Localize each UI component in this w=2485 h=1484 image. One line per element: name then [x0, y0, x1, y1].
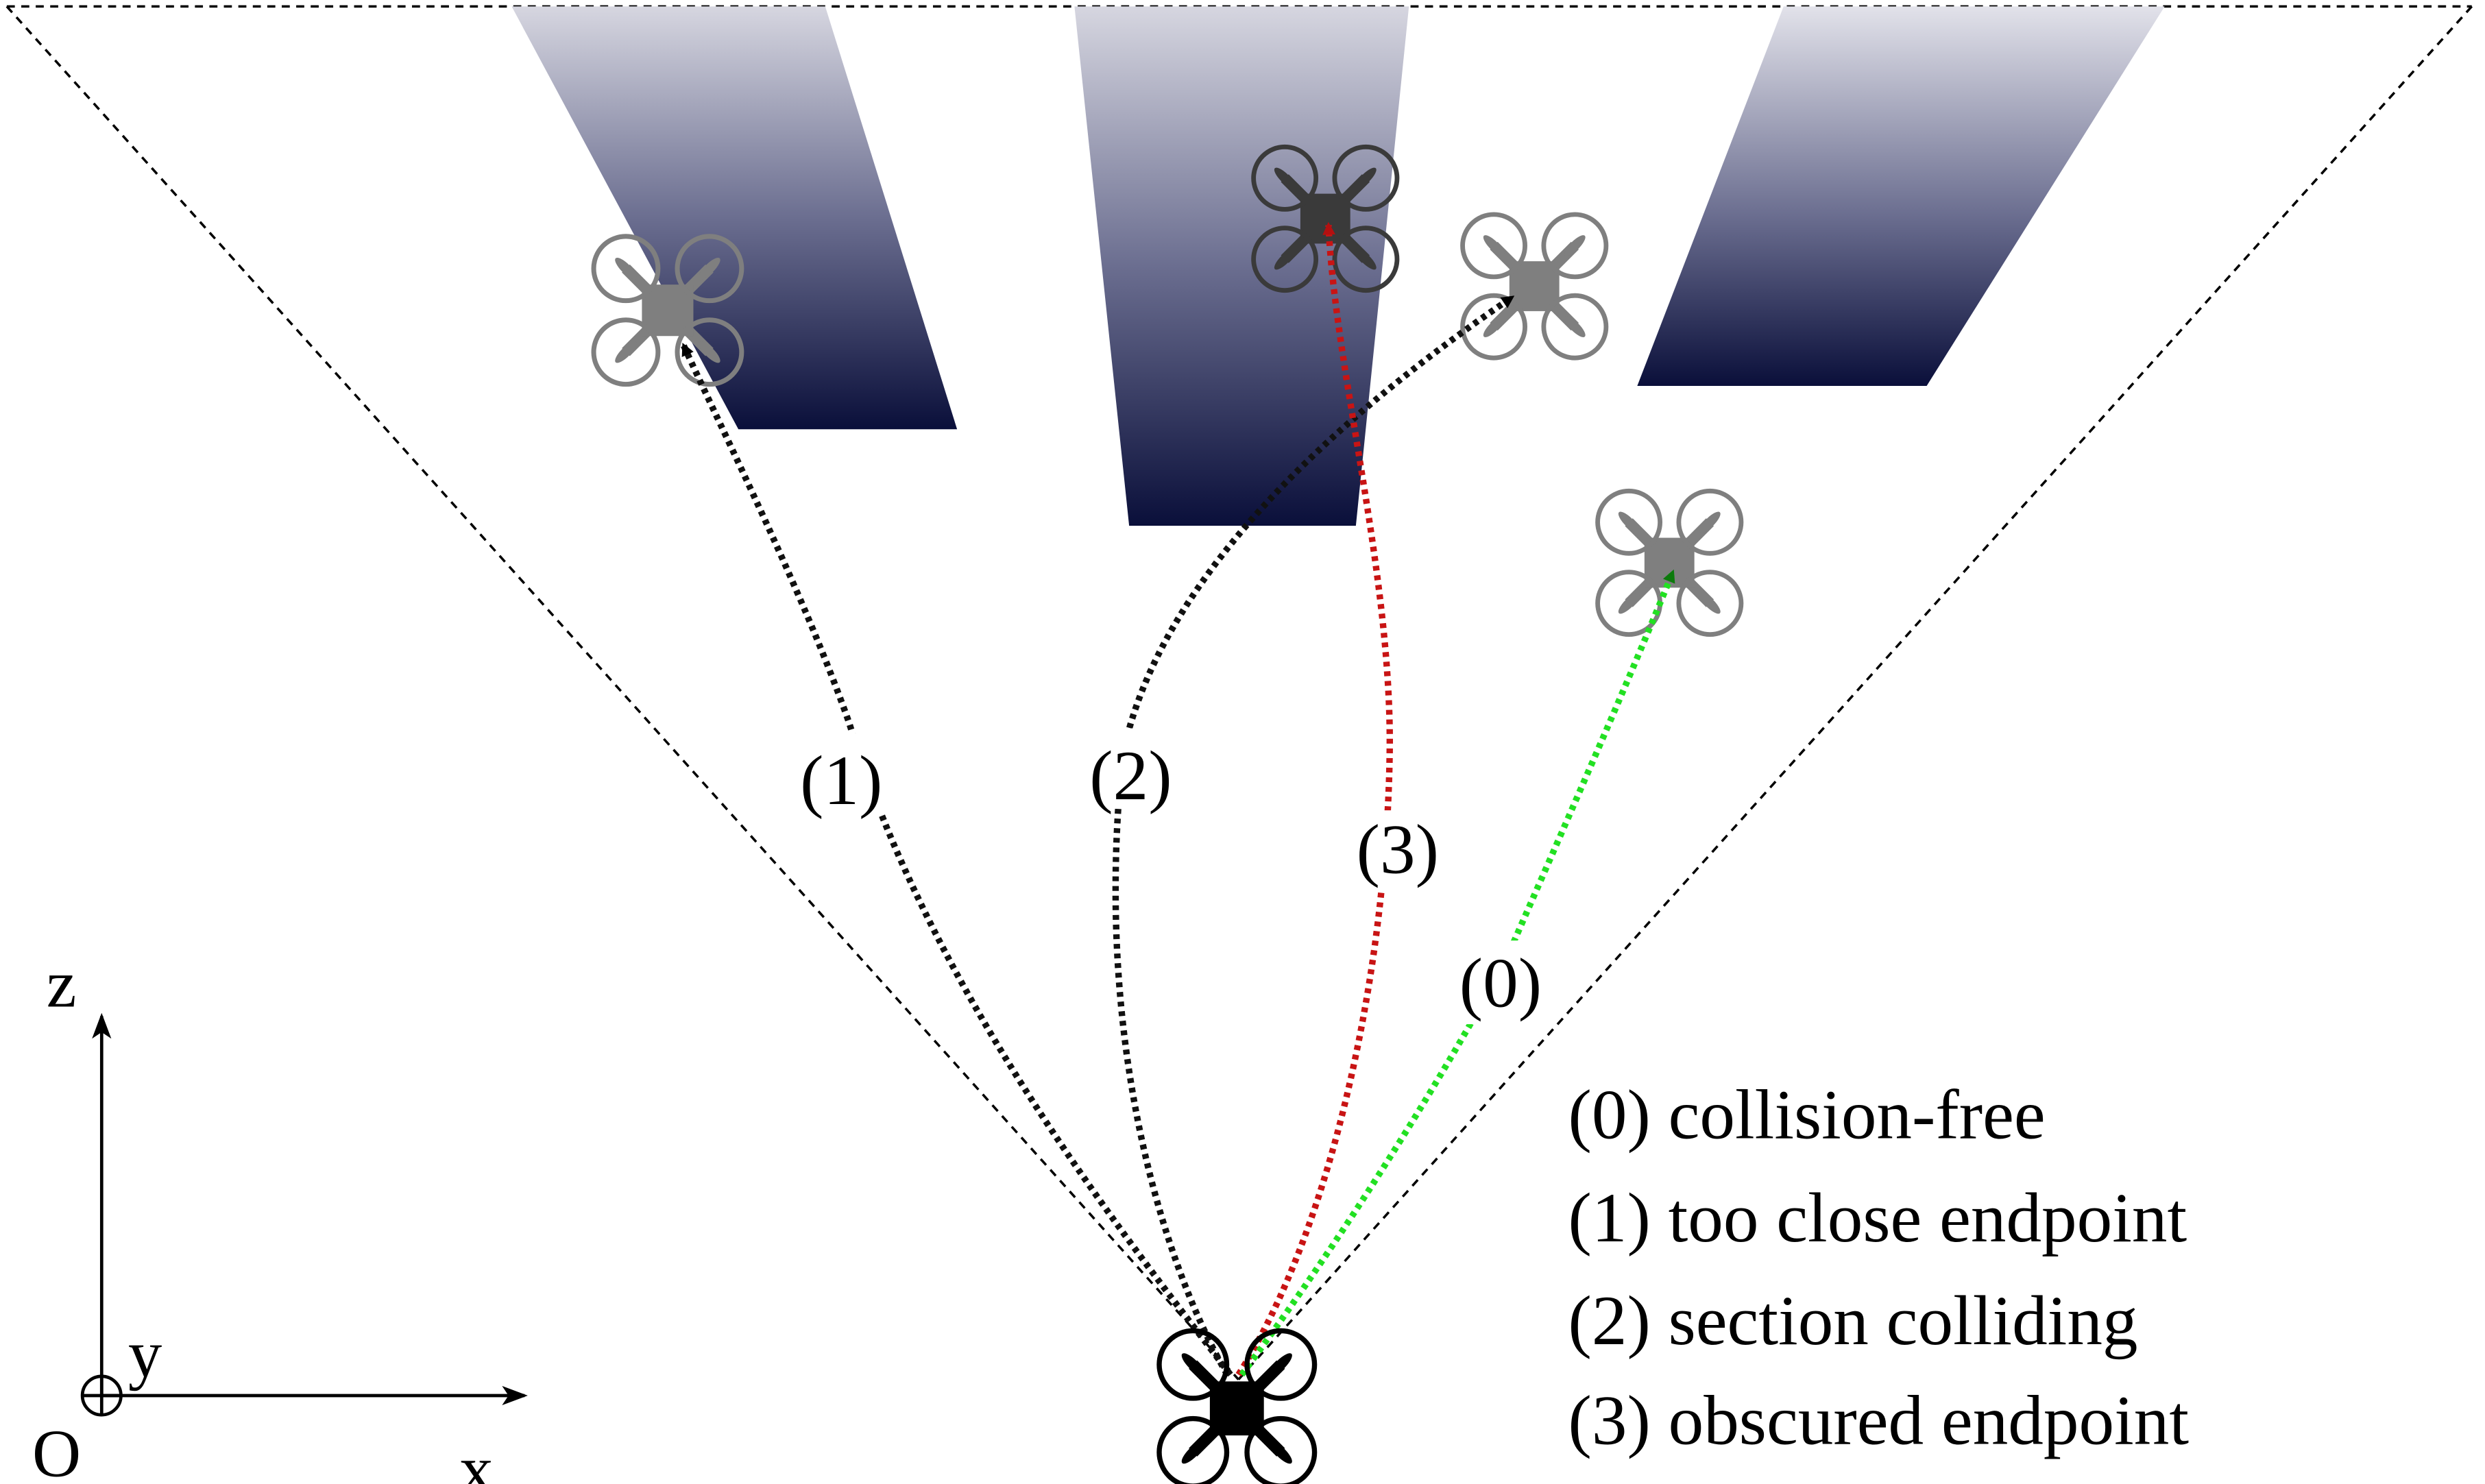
drone-endpoint-2: [1463, 215, 1606, 358]
path-labels: (1) (2) (3) (0): [791, 728, 1553, 1025]
origin-label: O: [32, 1416, 81, 1484]
coordinate-axes: z x y O: [32, 947, 528, 1484]
obstacle-middle: [1074, 6, 1409, 526]
obstacle-right: [1637, 6, 2165, 386]
legend-item-3: (3) obscured endpoint: [1568, 1381, 2189, 1459]
z-axis-label: z: [47, 947, 77, 1021]
path-label-1: (1): [800, 742, 882, 820]
fov-right-edge: [1237, 5, 2473, 1380]
obstacle-left: [511, 6, 958, 430]
path-label-2: (2): [1089, 737, 1172, 815]
quadrotor-icon: [1159, 1330, 1315, 1484]
quadrotor-icon: [1463, 215, 1606, 358]
drone-current: [1159, 1330, 1315, 1484]
drone-endpoint-0: [1598, 491, 1741, 634]
fov-left-edge: [5, 5, 1239, 1380]
legend: (0) collision-free (1) too close endpoin…: [1568, 1076, 2189, 1460]
legend-item-1: (1) too close endpoint: [1568, 1179, 2187, 1257]
trajectory-3: [1235, 221, 1393, 1377]
y-axis-label: y: [128, 1317, 162, 1391]
path-label-3: (3): [1357, 811, 1439, 889]
quadrotor-icon: [1598, 491, 1741, 634]
field-of-view: [5, 5, 2473, 1380]
legend-item-2: (2) section colliding: [1568, 1282, 2137, 1360]
x-axis-label: x: [459, 1433, 493, 1484]
path-label-0: (0): [1459, 944, 1542, 1022]
legend-item-0: (0) collision-free: [1568, 1076, 2045, 1154]
obstacles: [511, 6, 2165, 526]
